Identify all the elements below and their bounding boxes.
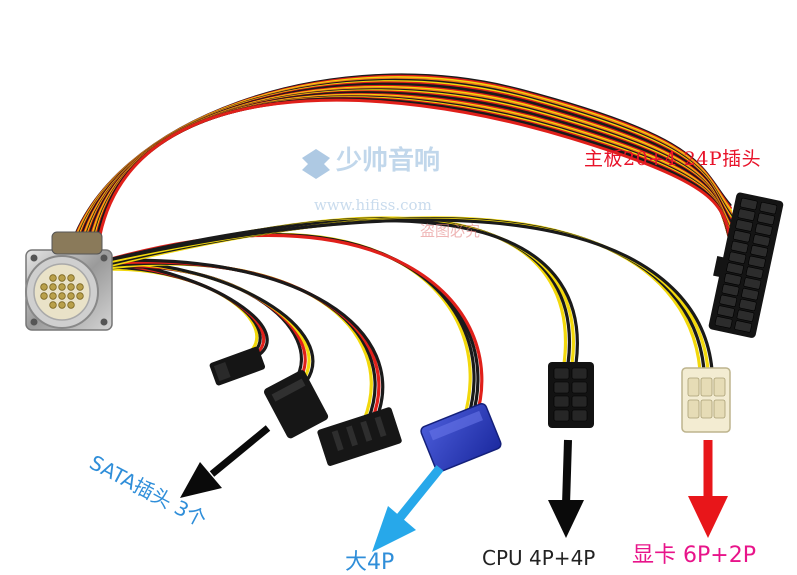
gpu-8p-connector — [681, 367, 731, 433]
watermark-note: 盗图必究 — [420, 222, 481, 240]
molex-4p-connector — [420, 403, 502, 473]
arrow-big4p — [372, 465, 444, 552]
mainboard-24p-connector — [708, 192, 784, 338]
label-gpu: 显卡 6P+2P — [632, 543, 756, 568]
label-cpu: CPU 4P+4P — [482, 546, 596, 570]
small-4p-connector — [209, 346, 266, 386]
arrow-cpu — [548, 439, 584, 538]
label-mainboard: 主板20+4 24P插头 — [584, 148, 762, 170]
watermark-logo-icon — [302, 149, 330, 179]
arrow-gpu — [688, 440, 728, 538]
wire-bundle — [68, 73, 742, 422]
sata-connector-1 — [264, 370, 329, 439]
watermark-url: www.hifiss.com — [314, 196, 432, 214]
arrow-sata — [180, 425, 271, 498]
watermark-title: 少帅音响 — [336, 146, 441, 176]
cpu-8p-connector — [548, 362, 594, 428]
aviation-connector — [25, 231, 113, 331]
sata-connector-2 — [317, 407, 402, 466]
label-big4p: 大4P — [345, 550, 395, 575]
